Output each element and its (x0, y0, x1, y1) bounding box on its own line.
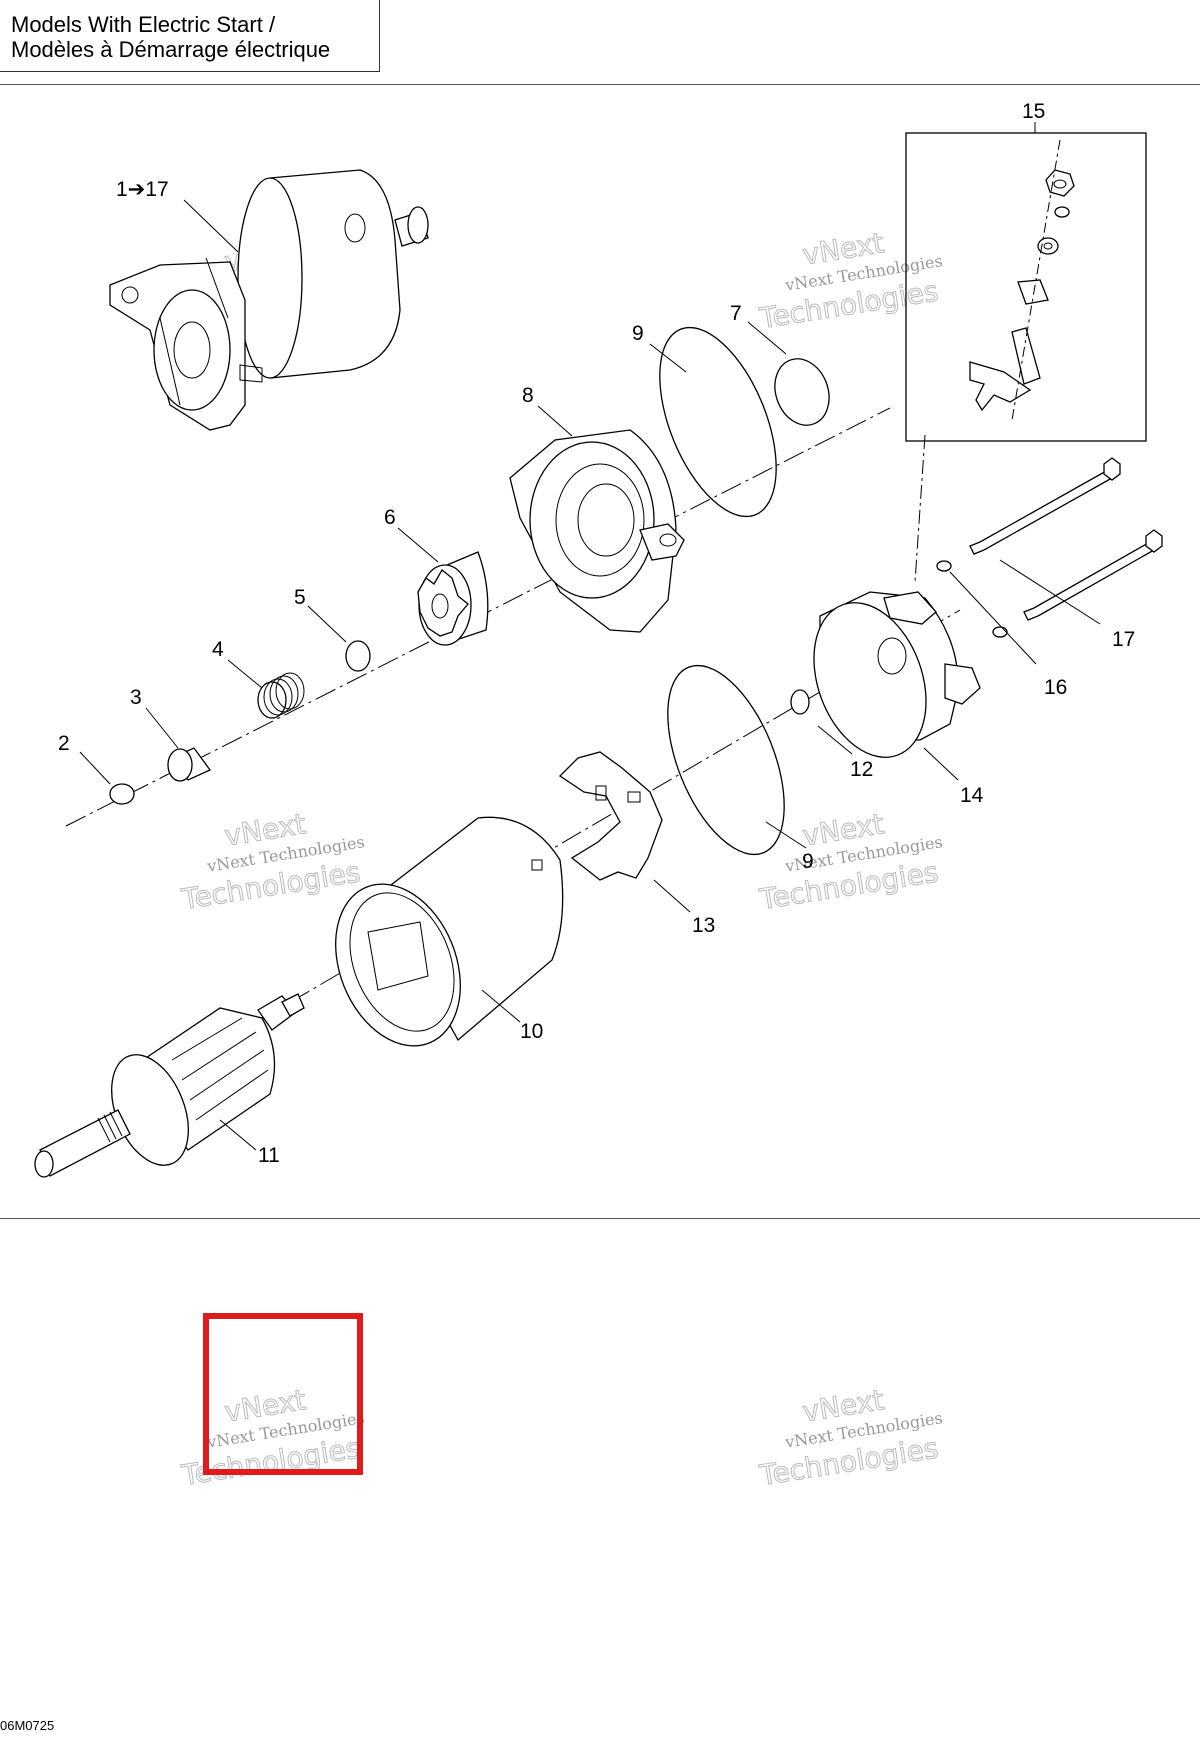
callout-12: 12 (850, 758, 873, 781)
top-rule (0, 84, 1200, 85)
part-16-washer-b (992, 626, 1008, 638)
callout-16: 16 (1044, 676, 1067, 699)
callout-9-upper: 9 (632, 322, 644, 345)
callout-10: 10 (520, 1020, 543, 1043)
watermark-3: vNext vNext Technologies Technologies (178, 807, 366, 917)
callout-9-lower: 9 (802, 850, 814, 873)
title-french: Modèles à Démarrage électrique (11, 37, 331, 62)
callout-15: 15 (1022, 100, 1045, 123)
terminal-kit-inset (905, 128, 1147, 442)
part-5-ring (345, 640, 371, 672)
callout-2: 2 (58, 732, 70, 755)
part-9-oring-lower (667, 664, 785, 856)
bottom-rule (0, 1218, 1200, 1219)
callout-14: 14 (960, 784, 984, 807)
callout-11: 11 (258, 1144, 280, 1167)
part-6-pinion (417, 551, 489, 646)
part-9-oring-upper (659, 326, 777, 518)
callout-3: 3 (130, 686, 142, 709)
part-17-bolt-b (1023, 529, 1163, 621)
figure-code: 06M0725 (0, 1718, 55, 1733)
part-3-bushing (167, 747, 211, 782)
callout-13: 13 (692, 914, 715, 937)
watermark-4: vNext vNext Technologies Technologies (756, 807, 944, 917)
bolt-axis (914, 434, 926, 583)
part-17-bolt-a (969, 457, 1121, 555)
starter-assembly-part (109, 169, 429, 431)
callout-5: 5 (294, 586, 306, 609)
part-14-end-cap (813, 591, 981, 758)
highlight-box (203, 1313, 363, 1475)
title-english: Models With Electric Start / (11, 12, 276, 37)
part-16-washer-a (936, 560, 952, 572)
part-12-ring (790, 689, 810, 715)
part-13-brush-plate (558, 751, 663, 881)
callout-8: 8 (522, 384, 534, 407)
callout-6: 6 (384, 506, 396, 529)
part-2-ring (109, 783, 135, 805)
diagram-title: Models With Electric Start / Modèles à D… (0, 0, 380, 72)
part-10-yoke (335, 816, 564, 1047)
leader-lines (79, 122, 1101, 1151)
part-8-drive-housing (509, 429, 685, 633)
callout-7: 7 (730, 302, 742, 325)
part-4-spring (257, 672, 305, 719)
watermark-6: vNext vNext Technologies Technologies (756, 1383, 944, 1493)
part-11-armature (34, 993, 305, 1178)
callout-1-to-17: 1➔17 (116, 178, 169, 201)
callout-4: 4 (212, 638, 224, 661)
callout-17: 17 (1112, 628, 1135, 651)
part-7-oring (774, 358, 830, 426)
watermark-2: vNext vNext Technologies Technologies (756, 226, 944, 336)
